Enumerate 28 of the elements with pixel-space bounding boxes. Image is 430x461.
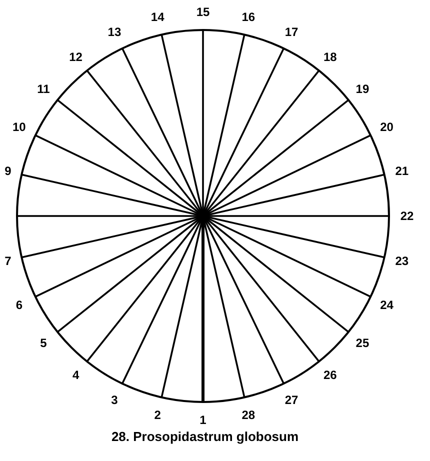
sector-number: 16 bbox=[242, 10, 256, 24]
sector-number: 25 bbox=[356, 336, 370, 350]
sector-number: 2 bbox=[154, 408, 161, 422]
sector-number: 7 bbox=[4, 254, 12, 268]
sector-number: 17 bbox=[284, 25, 298, 40]
sector-number: 21 bbox=[395, 164, 409, 178]
sector-number: 10 bbox=[12, 120, 26, 134]
sector-number: 14 bbox=[150, 10, 164, 24]
sector-number: 12 bbox=[69, 50, 82, 64]
sector-number: 23 bbox=[395, 254, 409, 268]
sector-number: 18 bbox=[324, 50, 337, 64]
sector-number: 22 bbox=[400, 209, 414, 223]
sector-number: 15 bbox=[196, 5, 210, 19]
sector-number: 6 bbox=[16, 298, 23, 312]
sector-number: 9 bbox=[4, 164, 12, 178]
sector-number: 24 bbox=[380, 298, 394, 312]
sector-number: 27 bbox=[284, 392, 298, 407]
sector-number: 4 bbox=[72, 368, 80, 382]
sector-number: 13 bbox=[108, 25, 122, 40]
sector-number: 26 bbox=[324, 368, 337, 382]
sector-number: 11 bbox=[37, 82, 50, 96]
sector-number: 20 bbox=[380, 120, 394, 134]
sector-number: 1 bbox=[200, 413, 206, 427]
sector-number: 28 bbox=[242, 408, 256, 422]
sector-number: 19 bbox=[356, 82, 370, 96]
caption: 28. Prosopidastrum globosum bbox=[110, 429, 300, 444]
sector-number: 3 bbox=[111, 392, 118, 407]
sector-number: 5 bbox=[40, 336, 47, 350]
